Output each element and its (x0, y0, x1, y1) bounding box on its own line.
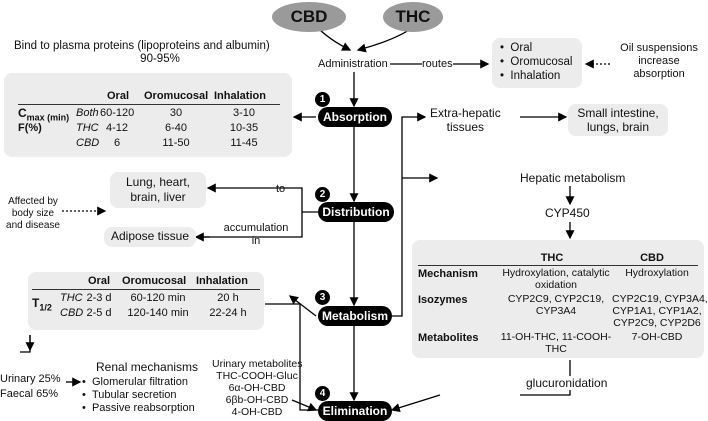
route-item: • Oromucosal (500, 56, 573, 68)
thc-oval: THC (383, 2, 443, 32)
hl-row-agent: CBD (60, 307, 84, 319)
plasma-binding-percent: 90-95% (140, 53, 180, 65)
stage-number-4: 4 (315, 386, 330, 401)
metabolite-item: 4-OH-CBD (231, 406, 283, 418)
plasma-binding-text: Bind to plasma proteins (lipoproteins an… (14, 40, 270, 52)
metab-divider (418, 265, 698, 266)
to-label: to (276, 183, 286, 195)
organs-line: brain, liver (130, 190, 186, 204)
target-line: Small intestine, (577, 106, 659, 120)
abs-header-oral: Oral (107, 90, 130, 102)
hl-cell: 2-5 d (86, 307, 112, 319)
abs-cell: 3-10 (232, 107, 256, 119)
renal-item: • Tubular secretion (82, 389, 177, 401)
absorption-table: Oral Oromucosal Inhalation Cmax (min) F(… (4, 73, 292, 157)
target-line: lungs, brain (586, 120, 650, 134)
metab-cell: CYP2C19, CYP3A4,CYP1A1, CYP1A2,CYP2C9, C… (612, 293, 708, 329)
abs-cell: 11-45 (230, 137, 258, 149)
abs-cell: 6-40 (164, 122, 188, 134)
f-label: F(%) (18, 122, 42, 134)
hl-row-agent: THC (60, 292, 83, 304)
route-item: • Oral (500, 42, 533, 54)
hl-divider (32, 289, 260, 290)
metab-row-label: Metabolites (418, 332, 479, 344)
stage-elimination: Elimination (318, 401, 392, 421)
hl-header-oral: Oral (88, 275, 111, 287)
stage-absorption: Absorption (318, 107, 392, 127)
renal-item: • Glomerular filtration (82, 376, 188, 388)
metabolite-item: 6βb-OH-CBD (225, 394, 289, 406)
metab-row-label: Mechanism (418, 268, 478, 280)
abs-cell: 6 (113, 137, 121, 149)
glucuronidation-label: glucuronidation (526, 376, 608, 390)
metab-cell: 11-OH-THC, 11-COOH-THC (500, 331, 612, 355)
stage-metabolism: Metabolism (318, 306, 392, 326)
organs-line: Lung, heart, (125, 175, 191, 189)
abs-row-agent: CBD (76, 137, 100, 149)
renal-item: • Passive reabsorption (82, 402, 195, 414)
faecal-percent: Faecal 65% (0, 388, 59, 400)
metab-cell: Hydroxylation (625, 267, 689, 279)
hepatic-label: Hepatic metabolism (520, 171, 626, 185)
hl-cell: 20 h (217, 292, 239, 304)
administration-label: Administration (318, 58, 388, 70)
routes-label: routes (422, 58, 453, 71)
hl-cell: 120-140 min (127, 307, 189, 319)
hl-cell: 60-120 min (130, 292, 186, 304)
halflife-table: Oral Oromucosal Inhalation T1/2 THC 2-3 … (28, 272, 264, 330)
urinary-metabolites: Urinary metabolites THC-COOH-Gluc 6α-OH-… (212, 358, 302, 418)
stage-number-3: 3 (315, 290, 330, 305)
abs-header-oromucosal: Oromucosal (144, 90, 209, 102)
route-item: • Inhalation (500, 70, 561, 82)
hl-header-oromucosal: Oromucosal (122, 275, 187, 287)
extrahepatic-targets-box: Small intestine, lungs, brain (568, 104, 668, 136)
abs-cell: 10-35 (229, 122, 259, 134)
metab-header-cbd: CBD (640, 252, 664, 264)
affected-note: Affected by body size and disease (6, 196, 60, 231)
abs-cell: 11-50 (162, 137, 190, 149)
metabolite-item: THC-COOH-Gluc (216, 370, 298, 382)
abs-header-inhalation: Inhalation (214, 90, 266, 102)
adipose-box: Adipose tissue (104, 227, 196, 247)
abs-cell: 30 (169, 107, 183, 119)
renal-title: Renal mechanisms (96, 360, 199, 374)
abs-row-agent: THC (76, 122, 99, 134)
abs-row-agent: Both (76, 107, 99, 119)
accumulation-label: accumulation in (223, 222, 289, 247)
stage-number-1: 1 (315, 92, 330, 107)
routes-box: • Oral • Oromucosal • Inhalation (492, 38, 582, 88)
abs-cell: 60-120 (100, 107, 135, 119)
t-half-label: T1/2 (32, 296, 52, 313)
cmax-label: Cmax (min) (18, 106, 70, 123)
urinary-percent: Urinary 25% (0, 373, 61, 385)
metab-header-thc: THC (540, 252, 564, 264)
metabolism-table: THC CBD Mechanism Hydroxylation, catalyt… (412, 240, 708, 358)
metabolite-item: 6α-OH-CBD (228, 382, 286, 394)
cyp450-label: CYP450 (545, 206, 590, 220)
abs-divider (18, 104, 280, 105)
extrahepatic-label: Extra-hepatic tissues (430, 106, 501, 134)
hl-header-inhalation: Inhalation (196, 275, 248, 287)
organs-box: Lung, heart, brain, liver (110, 172, 206, 208)
metab-cell: CYP2C9, CYP2C19,CYP3A4 (507, 293, 605, 317)
cbd-oval: CBD (272, 2, 346, 32)
hl-cell: 2-3 d (86, 292, 112, 304)
urinary-metabolites-title: Urinary metabolites (212, 358, 303, 370)
abs-cell: 4-12 (105, 122, 129, 134)
metab-cell: 7-OH-CBD (631, 331, 683, 343)
hl-cell: 22-24 h (209, 307, 247, 319)
adipose-label: Adipose tissue (110, 229, 190, 243)
stage-number-2: 2 (315, 187, 330, 202)
metab-row-label: Isozymes (418, 294, 468, 306)
stage-distribution: Distribution (318, 202, 394, 222)
oil-note: Oil suspensions increase absorption (620, 42, 698, 80)
